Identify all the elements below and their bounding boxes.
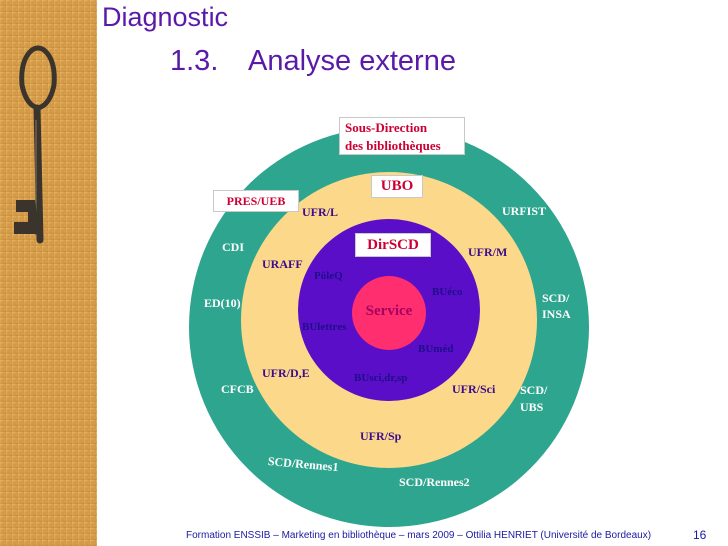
label-ufr-m: UFR/M bbox=[468, 245, 508, 259]
sous-direction-line1: Sous-Direction bbox=[345, 120, 428, 135]
label-buscidrsp: BUsci,dr,sp bbox=[354, 372, 408, 384]
sous-direction-line2: des bibliothèques bbox=[345, 138, 441, 153]
section-number: 1.3. bbox=[170, 45, 219, 77]
label-uraff: URAFF bbox=[262, 257, 303, 271]
center-circle bbox=[352, 276, 426, 350]
page-number: 16 bbox=[693, 528, 707, 542]
slide-title: Diagnostic bbox=[102, 2, 229, 32]
label-bumed: BUméd bbox=[418, 343, 454, 355]
slide-subtitle: 1.3. Analyse externe bbox=[170, 44, 456, 78]
label-bueco: BUéco bbox=[432, 286, 463, 298]
center-service-label: Service bbox=[365, 303, 413, 319]
label-poleq: PôleQ bbox=[314, 270, 343, 282]
label-ufr-de: UFR/D,E bbox=[262, 366, 310, 380]
label-cdi: CDI bbox=[222, 240, 245, 254]
section-title: Analyse externe bbox=[248, 45, 456, 77]
label-urfist: URFIST bbox=[502, 204, 547, 218]
label-ed10: ED(10) bbox=[204, 296, 241, 310]
pres-ueb-box: PRES/UEB bbox=[213, 190, 299, 212]
sous-direction-box: Sous-Direction des bibliothèques bbox=[339, 117, 465, 155]
footer-text: Formation ENSSIB – Marketing en biblioth… bbox=[186, 530, 652, 541]
label-ufr-sp: UFR/Sp bbox=[360, 429, 402, 443]
label-scd-ubs-1: SCD/ bbox=[520, 383, 548, 397]
label-scd-ubs-2: UBS bbox=[520, 400, 544, 414]
label-bulettres: BUlettres bbox=[302, 321, 347, 333]
label-scd-insa-2: INSA bbox=[542, 307, 571, 321]
label-ufr-l: UFR/L bbox=[302, 205, 338, 219]
label-ufr-sci: UFR/Sci bbox=[452, 382, 496, 396]
label-scd-rennes2: SCD/Rennes2 bbox=[399, 475, 470, 489]
label-scd-insa-1: SCD/ bbox=[542, 291, 570, 305]
label-cfcb: CFCB bbox=[221, 382, 254, 396]
ubo-box: UBO bbox=[371, 175, 423, 198]
old-key-photo-icon bbox=[0, 0, 97, 546]
dirscd-box: DirSCD bbox=[355, 233, 431, 257]
